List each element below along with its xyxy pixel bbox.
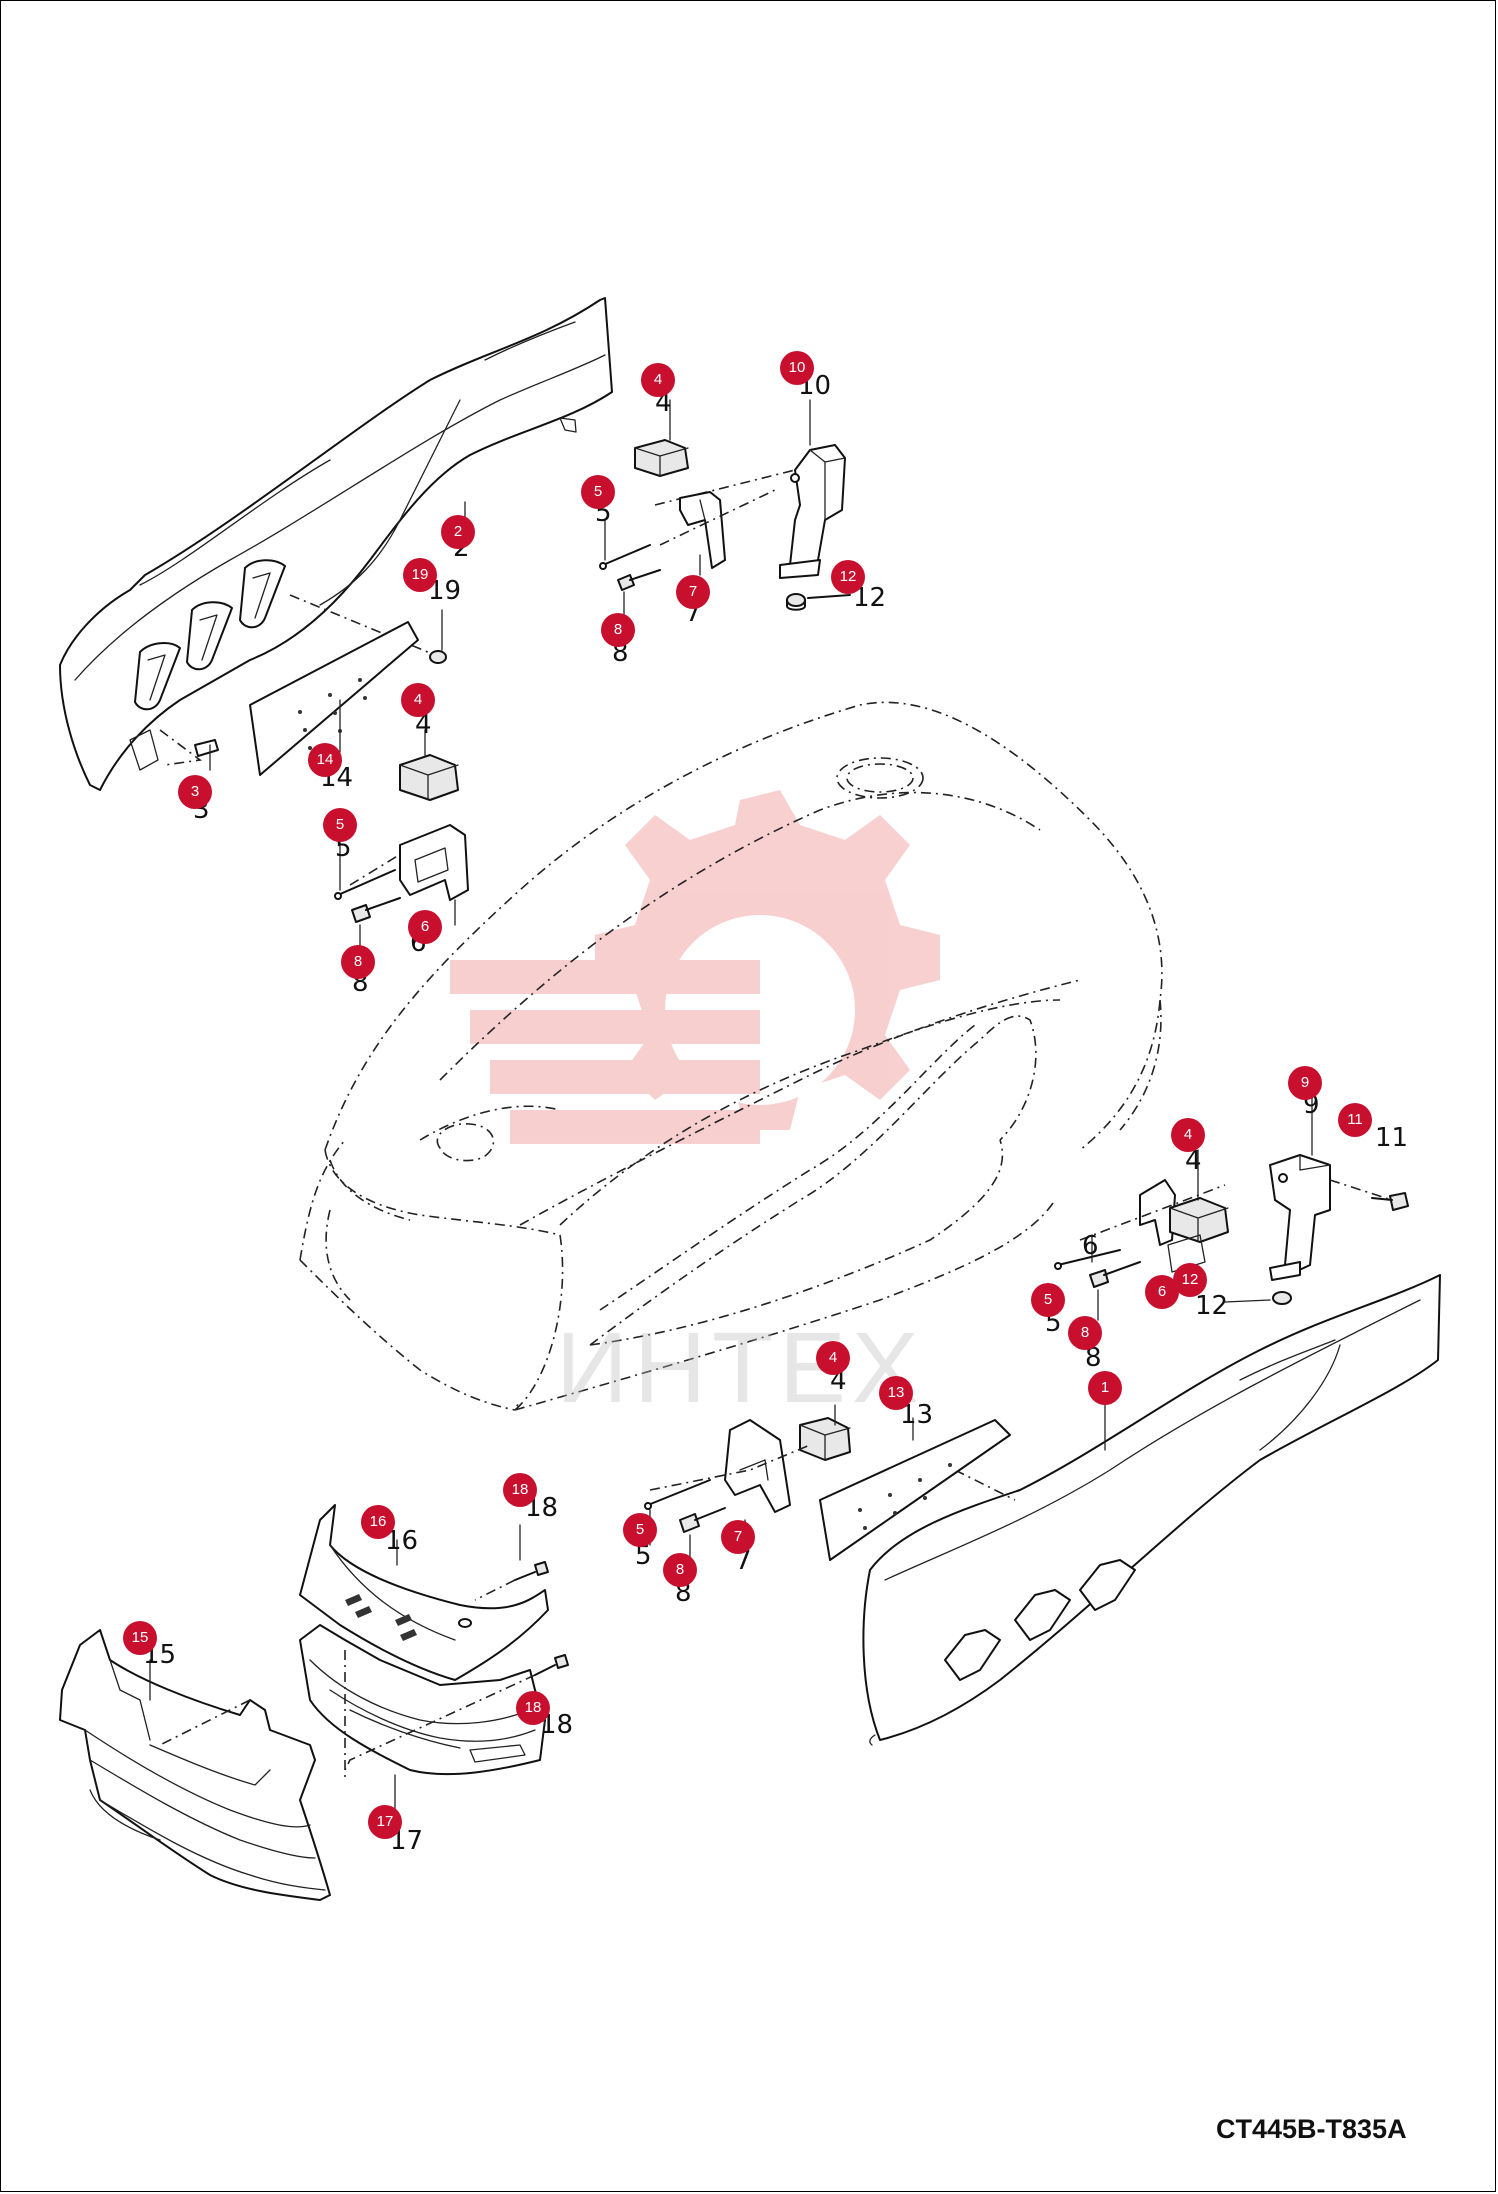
latch-bracket-10 <box>779 444 851 611</box>
callout-5: 5 <box>323 808 357 842</box>
callout-6: 6 <box>408 910 442 944</box>
part-number-6: 6 <box>1082 1231 1099 1261</box>
screw-18-upper <box>514 1561 549 1581</box>
callout-5: 5 <box>581 475 615 509</box>
callout-8: 8 <box>1068 1316 1102 1350</box>
part-number-8: 8 <box>1085 1343 1102 1373</box>
callout-1: 1 <box>1088 1371 1122 1405</box>
callout-8: 8 <box>601 613 635 647</box>
front-bumper-15 <box>59 1629 331 1901</box>
part-number-4: 4 <box>1185 1146 1202 1176</box>
callout-4: 4 <box>816 1341 850 1375</box>
callout-5: 5 <box>623 1513 657 1547</box>
part-number-7: 7 <box>735 1546 752 1576</box>
part-number-4: 4 <box>415 710 432 740</box>
callout-7: 7 <box>721 1520 755 1554</box>
callout-4: 4 <box>641 363 675 397</box>
callout-12: 12 <box>1173 1263 1207 1297</box>
watermark-text: ИНТЕХ <box>556 1312 925 1424</box>
assembly-line <box>349 829 441 886</box>
assembly-line <box>159 729 203 766</box>
callout-14: 14 <box>308 743 342 777</box>
callout-3: 3 <box>178 775 212 809</box>
callout-8: 8 <box>663 1553 697 1587</box>
gasket-plate-14 <box>249 621 419 776</box>
lower-bracket-group <box>644 1417 851 1533</box>
assembly-line <box>654 469 796 506</box>
gasket-plate-13 <box>819 1419 1011 1561</box>
callout-18: 18 <box>516 1691 550 1725</box>
callout-8: 8 <box>341 945 375 979</box>
callout-17: 17 <box>368 1805 402 1839</box>
callout-5: 5 <box>1031 1283 1065 1317</box>
assembly-line <box>1329 1179 1393 1201</box>
part-number-12: 12 <box>1195 1291 1229 1321</box>
assembly-line <box>344 1674 536 1771</box>
right-bracket-group <box>1054 1154 1409 1305</box>
callout-9: 9 <box>1288 1066 1322 1100</box>
assembly-line <box>289 594 436 656</box>
mid-left-bracket-group <box>334 754 469 923</box>
screw-18-lower <box>534 1654 569 1676</box>
callout-2: 2 <box>441 515 475 549</box>
callout-11: 11 <box>1338 1103 1372 1137</box>
washer-19 <box>429 650 447 664</box>
callout-18: 18 <box>503 1473 537 1507</box>
left-side-panel <box>59 297 613 791</box>
assembly-line <box>1079 1184 1226 1241</box>
assembly-line <box>474 1579 516 1601</box>
watermark-gear-logo <box>450 790 940 1144</box>
diagram-code: CT445B-T835A <box>1216 2114 1407 2144</box>
callout-19: 19 <box>403 558 437 592</box>
pin-3 <box>194 739 219 757</box>
hood-outline <box>299 701 1163 1411</box>
callout-10: 10 <box>780 351 814 385</box>
callout-15: 15 <box>123 1621 157 1655</box>
callout-4: 4 <box>401 683 435 717</box>
callout-16: 16 <box>361 1505 395 1539</box>
front-grille-16 <box>299 1504 549 1681</box>
callout-4: 4 <box>1171 1118 1205 1152</box>
part-number-11: 11 <box>1375 1123 1409 1153</box>
callout-7: 7 <box>676 575 710 609</box>
callout-12: 12 <box>831 560 865 594</box>
callout-13: 13 <box>879 1376 913 1410</box>
right-side-panel <box>862 1274 1441 1746</box>
upper-bracket-group <box>599 439 726 591</box>
part-number-5: 5 <box>635 1541 652 1571</box>
